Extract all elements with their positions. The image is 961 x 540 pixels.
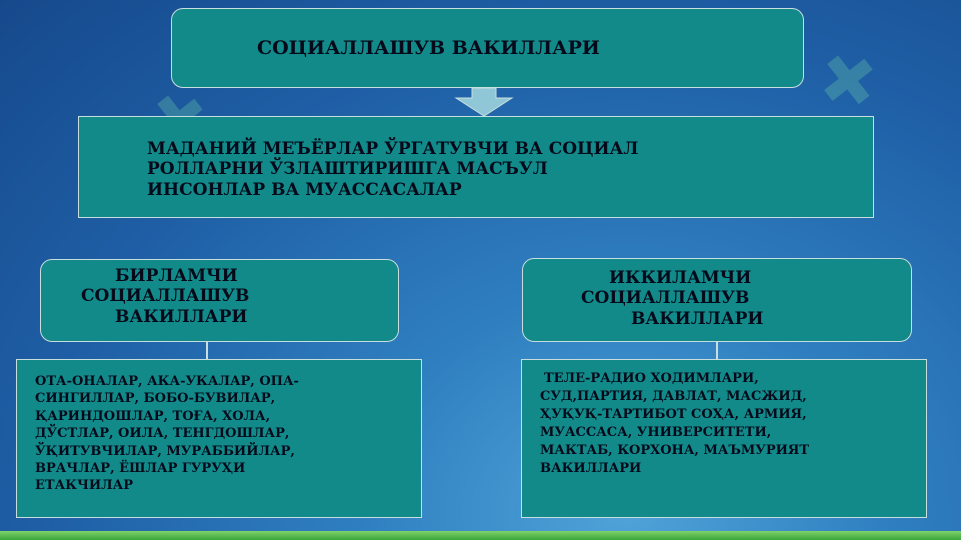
primary-detail-line: ОТА-ОНАЛАР, АКА-УКАЛАР, ОПА- — [35, 374, 299, 389]
secondary-details-box: ТЕЛЕ-РАДИО ХОДИМЛАРИ, СУД,ПАРТИЯ, ДАВЛАТ… — [521, 359, 927, 518]
primary-detail-line: ВРАЧЛАР, ЁШЛАР ГУРУҲИ — [35, 461, 246, 477]
primary-heading-line: СОЦИАЛЛАШУВ — [81, 286, 250, 307]
primary-detail-line: ЕТАКЧИЛАР — [35, 478, 134, 494]
secondary-detail-line: ВАКИЛЛАРИ — [540, 460, 642, 476]
definition-line: РОЛЛАРНИ ЎЗЛАШТИРИШГА МАСЪУЛ — [147, 159, 548, 180]
secondary-detail-line: МУАССАСА, УНИВЕРСИТЕТИ, — [540, 424, 772, 440]
primary-detail-line: СИНГИЛЛАР, БОБО-БУВИЛАР, — [35, 391, 276, 407]
primary-detail-line: ҚАРИНДОШЛАР, ТОҒА, ХОЛА, — [35, 408, 271, 424]
secondary-detail-line: МАКТАБ, КОРХОНА, МАЪМУРИЯТ — [540, 442, 810, 458]
definition-line: МАДАНИЙ МЕЪЁРЛАР ЎРГАТУВЧИ ВА СОЦИАЛ — [147, 139, 639, 159]
definition-line: ИНСОНЛАР ВА МУАССАСАЛАР — [147, 179, 462, 200]
primary-connector — [206, 342, 208, 359]
secondary-connector — [716, 342, 718, 359]
secondary-heading-line: ВАКИЛЛАРИ — [631, 308, 764, 329]
secondary-heading-box: ИККИЛАМЧИ СОЦИАЛЛАШУВ ВАКИЛЛАРИ — [522, 258, 912, 342]
secondary-heading-line: ИККИЛАМЧИ — [609, 268, 752, 288]
secondary-detail-line: ТЕЛЕ-РАДИО ХОДИМЛАРИ, — [544, 371, 759, 386]
primary-detail-line: ДЎСТЛАР, ОИЛА, ТЕНГДОШЛАР, — [35, 426, 290, 442]
bottom-accent-bar — [0, 531, 961, 540]
primary-heading-line: БИРЛАМЧИ — [115, 266, 238, 286]
primary-heading-line: ВАКИЛЛАРИ — [115, 306, 248, 327]
primary-details-box: ОТА-ОНАЛАР, АКА-УКАЛАР, ОПА- СИНГИЛЛАР, … — [16, 359, 422, 518]
secondary-heading-line: СОЦИАЛЛАШУВ — [581, 288, 750, 309]
title-box: СОЦИАЛЛАШУВ ВАКИЛЛАРИ — [171, 8, 804, 88]
definition-box: МАДАНИЙ МЕЪЁРЛАР ЎРГАТУВЧИ ВА СОЦИАЛ РОЛ… — [78, 116, 874, 218]
title-text: СОЦИАЛЛАШУВ ВАКИЛЛАРИ — [257, 37, 600, 59]
secondary-detail-line: ҲУҚУҚ-ТАРТИБОТ СОҲА, АРМИЯ, — [540, 406, 807, 422]
down-arrow-icon — [454, 88, 514, 117]
primary-detail-line: ЎҚИТУВЧИЛАР, МУРАББИЙЛАР, — [35, 443, 295, 459]
secondary-detail-line: СУД,ПАРТИЯ, ДАВЛАТ, МАСЖИД, — [540, 388, 807, 404]
primary-heading-box: БИРЛАМЧИ СОЦИАЛЛАШУВ ВАКИЛЛАРИ — [40, 259, 399, 342]
